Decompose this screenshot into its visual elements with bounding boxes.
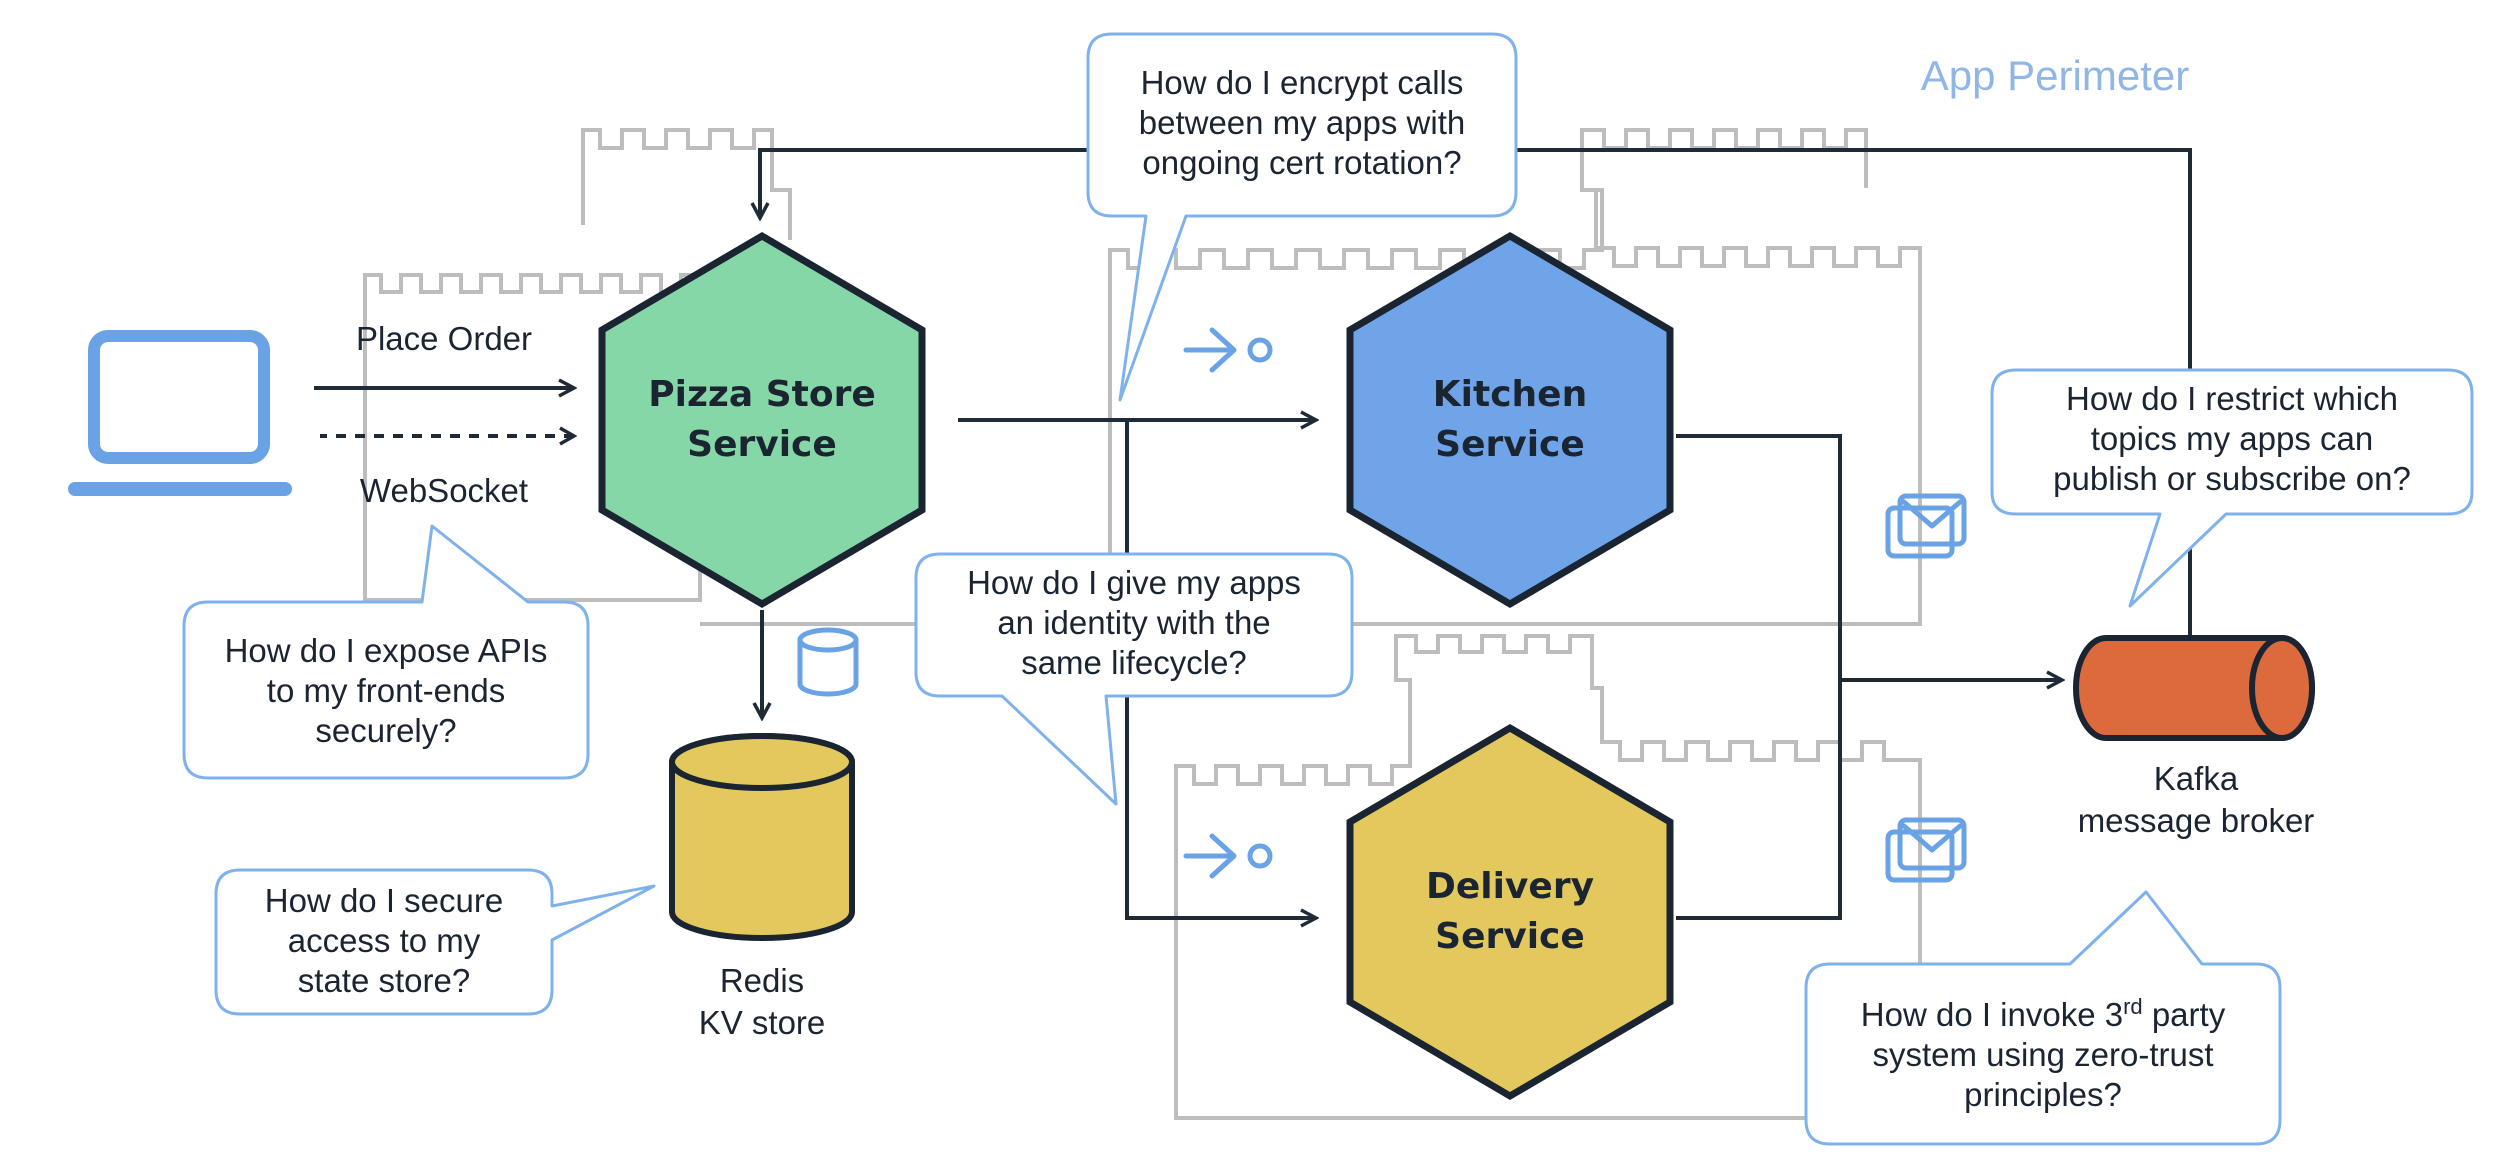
- flow-connections: [314, 148, 2192, 920]
- question-bubble-identity: How do I give my apps an identity with t…: [914, 552, 1354, 806]
- redis-store: Redis KV store: [669, 733, 855, 1041]
- app-perimeter-label: App Perimeter: [1921, 52, 2189, 99]
- question-expose-line1: How do I expose APIs: [225, 632, 548, 669]
- delivery-label-line2: Service: [1435, 916, 1585, 957]
- question-invoke-line2: system using zero-trust: [1872, 1036, 2213, 1073]
- message-icon: [1885, 817, 1967, 883]
- question-bubble-secure-state: How do I secure access to my state store…: [214, 868, 656, 1016]
- database-icon: [797, 627, 859, 697]
- question-expose-line3: securely?: [315, 712, 456, 749]
- question-restrict-line1: How do I restrict which: [2066, 380, 2398, 417]
- redis-label-line1: Redis: [720, 962, 804, 999]
- castle-outline-right: [700, 190, 1922, 626]
- kafka-label-line1: Kafka: [2154, 760, 2239, 797]
- question-identity-line1: How do I give my apps: [967, 564, 1301, 601]
- delivery-hexagon: [1346, 723, 1674, 1101]
- kitchen-service: Kitchen Service: [1346, 231, 1674, 609]
- pizza-store-hexagon: [598, 231, 926, 609]
- question-bubble-encrypt: How do I encrypt calls between my apps w…: [1086, 32, 1518, 402]
- kitchen-label-line2: Service: [1435, 424, 1585, 465]
- pizza-store-label-line1: Pizza Store: [648, 374, 876, 415]
- kafka-label-line2: message broker: [2078, 802, 2315, 839]
- kitchen-to-kafka-line: [1676, 434, 1842, 920]
- invoke-icon: [1183, 833, 1273, 879]
- websocket-label: WebSocket: [360, 472, 528, 509]
- delivery-service: Delivery Service: [1346, 723, 1674, 1101]
- question-bubble-expose: How do I expose APIs to my front-ends se…: [182, 524, 590, 780]
- question-identity-line3: same lifecycle?: [1021, 644, 1247, 681]
- castle-tower-left: [581, 128, 792, 240]
- question-bubble-restrict: How do I restrict which topics my apps c…: [1990, 368, 2474, 608]
- redis-label-line2: KV store: [699, 1004, 826, 1041]
- question-encrypt-line3: ongoing cert rotation?: [1142, 144, 1461, 181]
- message-icon: [1885, 493, 1967, 559]
- question-encrypt-line1: How do I encrypt calls: [1141, 64, 1464, 101]
- place-order-label: Place Order: [356, 320, 532, 357]
- laptop-icon: [68, 330, 292, 496]
- kitchen-hexagon: [1346, 231, 1674, 609]
- question-secure-state-line2: access to my: [288, 922, 481, 959]
- question-encrypt-line2: between my apps with: [1139, 104, 1466, 141]
- castle-outline-left: [363, 273, 702, 602]
- delivery-label-line1: Delivery: [1426, 866, 1594, 907]
- kafka-broker: Kafka message broker: [2073, 635, 2315, 839]
- question-secure-state-line1: How do I secure: [265, 882, 503, 919]
- invoke-icon: [1183, 327, 1273, 373]
- question-bubble-invoke: How do I invoke 3rd party system using z…: [1804, 890, 2282, 1146]
- pizza-store-label-line2: Service: [687, 424, 837, 465]
- question-restrict-line2: topics my apps can: [2091, 420, 2373, 457]
- question-restrict-line3: publish or subscribe on?: [2053, 460, 2411, 497]
- question-secure-state-line3: state store?: [298, 962, 470, 999]
- kitchen-label-line1: Kitchen: [1433, 374, 1587, 415]
- question-expose-line2: to my front-ends: [267, 672, 505, 709]
- pizza-store-service: Pizza Store Service: [598, 231, 926, 609]
- question-invoke-line3: principles?: [1964, 1076, 2122, 1113]
- castle-outline-lower: [1174, 634, 1922, 1120]
- question-identity-line2: an identity with the: [997, 604, 1270, 641]
- question-invoke-line1: How do I invoke 3rd party: [1861, 994, 2226, 1033]
